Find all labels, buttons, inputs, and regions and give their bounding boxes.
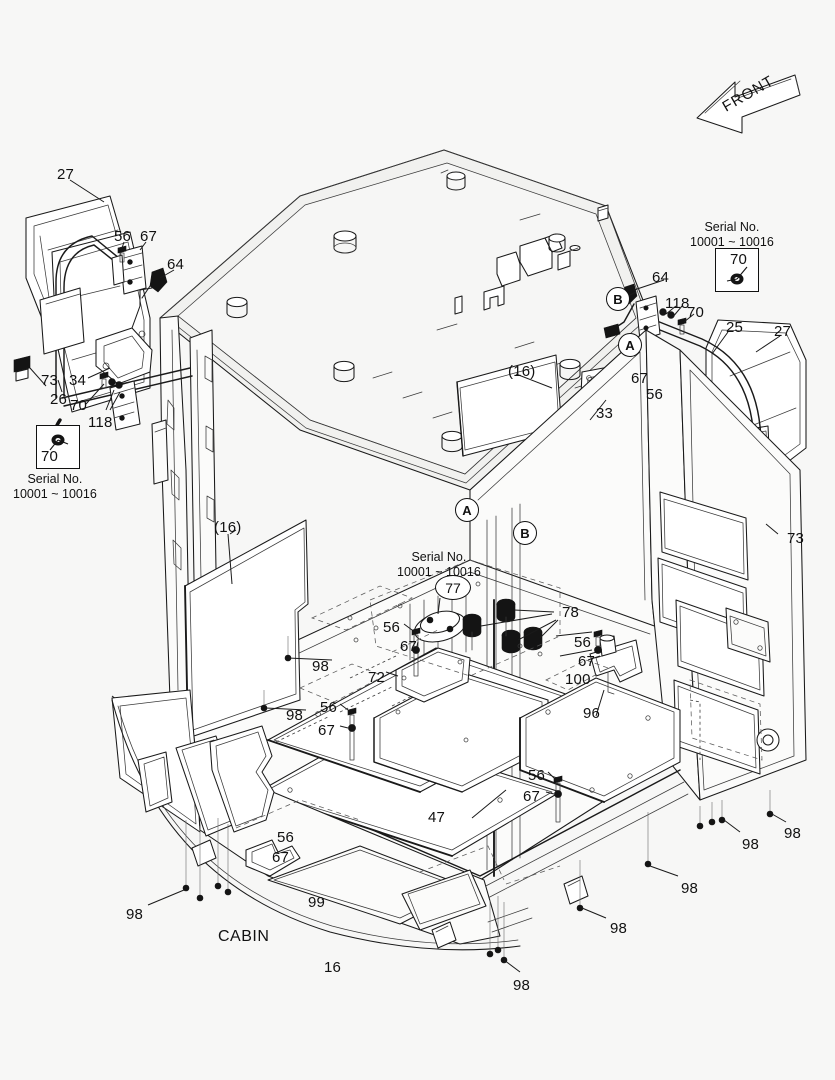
part-callout-67: 67 (140, 228, 158, 245)
part-callout-27: 27 (57, 166, 75, 183)
serial-detail-box-serial-left: 70 (36, 425, 80, 469)
serial-box-part-number: 70 (730, 251, 748, 268)
fastener-pairs (339, 623, 563, 823)
part-callout-72: 72 (368, 669, 386, 686)
part-callout-78: 78 (562, 604, 580, 621)
part-callout-98: 98 (126, 906, 144, 923)
reference-marker-b: B (513, 521, 537, 545)
serial-note-range: 10001 ~ 10016 (397, 565, 481, 580)
plugs-78 (462, 598, 559, 654)
part-callout-67: 67 (578, 653, 596, 670)
part-callout-16: (16) (508, 363, 536, 380)
part-callout-67: 67 (523, 788, 541, 805)
part-callout-70: 70 (70, 397, 88, 414)
bracket-100 (555, 629, 643, 695)
part-callout-98: 98 (742, 836, 760, 853)
part-callout-98: 98 (610, 920, 628, 937)
part-callout-67: 67 (272, 849, 290, 866)
serial-note-range: 10001 ~ 10016 (690, 235, 774, 250)
serial-note-title: Serial No. (27, 472, 83, 486)
part-callout-27: 27 (774, 323, 792, 340)
oval-part-tag-77: 77 (435, 575, 471, 600)
part-callout-99: 99 (308, 894, 326, 911)
part-callout-34: 34 (69, 372, 87, 389)
serial-note-serial-left: Serial No.10001 ~ 10016 (13, 472, 97, 503)
part-callout-56: 56 (320, 699, 338, 716)
part-callout-98: 98 (681, 880, 699, 897)
part-callout-98: 98 (784, 825, 802, 842)
hidden-outlines (299, 559, 609, 703)
bottom-sill-details (191, 839, 589, 949)
part-callout-118: 118 (88, 414, 113, 431)
part-callout-16: 16 (324, 959, 342, 976)
serial-note-serial-right: Serial No.10001 ~ 10016 (690, 220, 774, 251)
part-callout-56: 56 (383, 619, 401, 636)
part-callout-67: 67 (631, 370, 649, 387)
part-callout-56: 56 (528, 767, 546, 784)
serial-box-part-number: 70 (41, 448, 59, 465)
part-callout-96: 96 (583, 705, 601, 722)
part-callout-64: 64 (167, 256, 185, 273)
front-arrow-icon: FRONT (696, 72, 801, 134)
part-callout-56: 56 (114, 228, 132, 245)
part-callout-56: 56 (646, 386, 664, 403)
callout-leaders (29, 179, 781, 535)
part-callout-73: 73 (787, 530, 805, 547)
reference-marker-a: A (455, 498, 479, 522)
roof-bosses (226, 169, 609, 453)
part-callout-100: 100 (565, 671, 591, 688)
left-mirror-assembly (13, 195, 193, 450)
part-callout-118: 118 (665, 295, 690, 312)
floor-mat-96 (519, 677, 681, 803)
part-callout-73: 73 (41, 372, 59, 389)
part-callout-47: 47 (428, 809, 446, 826)
part-callout-26: 26 (50, 391, 68, 408)
right-side-panels (657, 491, 780, 775)
section-label-cabin: CABIN (218, 928, 270, 945)
grommet-icon (726, 266, 748, 285)
grommet-77 (414, 597, 466, 643)
part-callout-98: 98 (312, 658, 330, 675)
part-callout-25: 25 (726, 319, 744, 336)
reference-marker-b: B (606, 287, 630, 311)
serial-note-title: Serial No. (704, 220, 760, 234)
grommet-icon (49, 434, 69, 451)
serial-note-title: Serial No. (411, 550, 467, 564)
part-callout-56: 56 (574, 634, 592, 651)
serial-detail-box-serial-right: 70 (715, 248, 759, 292)
part-callout-33: 33 (596, 405, 614, 422)
roof-fitting-cluster (496, 233, 581, 287)
front-lower-shell (111, 689, 521, 951)
part-callout-56: 56 (277, 829, 295, 846)
part-callout-70: 70 (687, 304, 705, 321)
serial-note-range: 10001 ~ 10016 (13, 487, 97, 502)
fasteners-98 (147, 636, 787, 973)
reference-marker-a: A (618, 333, 642, 357)
part-callout-67: 67 (318, 722, 336, 739)
part-callout-16: (16) (214, 519, 242, 536)
part-callout-98: 98 (513, 977, 531, 994)
serial-note-serial-center: Serial No.10001 ~ 10016 (397, 550, 481, 581)
part-callout-98: 98 (286, 707, 304, 724)
part-callout-64: 64 (652, 269, 670, 286)
part-callout-67: 67 (400, 638, 418, 655)
pad-72 (349, 647, 471, 703)
